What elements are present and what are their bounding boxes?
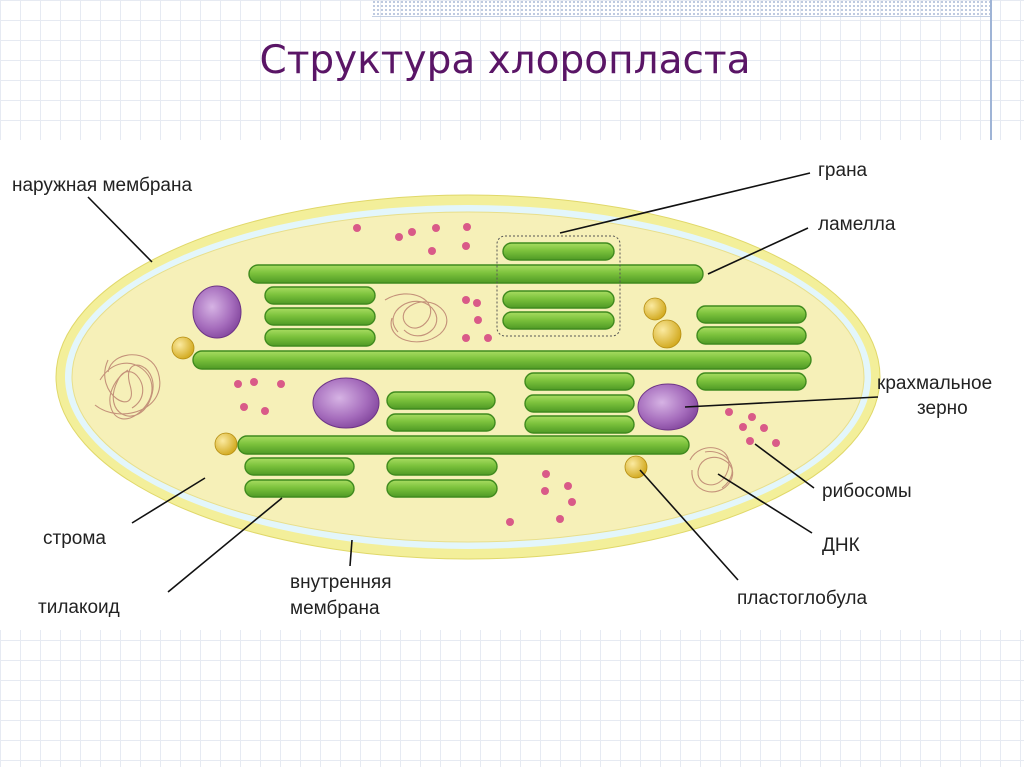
leader-line-thylakoid	[167, 497, 283, 593]
label-granum: грана	[818, 160, 868, 181]
ribosome	[564, 482, 572, 490]
thylakoid-disc	[264, 307, 376, 326]
leader-line-dna	[717, 473, 813, 534]
ribosome	[462, 296, 470, 304]
thylakoid-disc	[264, 328, 376, 347]
leader-lines	[87, 172, 879, 593]
ribosome	[746, 437, 754, 445]
label-plastoglobule: пластоглобула	[737, 588, 868, 609]
thylakoid-disc	[244, 457, 355, 476]
ribosome	[484, 334, 492, 342]
thylakoid-disc	[502, 290, 615, 309]
ribosome	[240, 403, 248, 411]
ribosome	[748, 413, 756, 421]
slide-title: Структура хлоропласта	[259, 38, 751, 83]
ribosome	[395, 233, 403, 241]
thylakoid-disc	[696, 372, 807, 391]
ribosome	[234, 380, 242, 388]
chloroplast-diagram: наружная мембрана грана ламелла крахмаль…	[12, 160, 992, 619]
plastoglobule	[214, 432, 238, 456]
leader-line-starch	[684, 396, 879, 408]
ribosome	[556, 515, 564, 523]
thylakoid-disc	[696, 326, 807, 345]
label-stroma: строма	[43, 528, 106, 549]
thylakoid-disc	[524, 372, 635, 391]
leader-line-outer-membrane	[87, 196, 153, 263]
thylakoid-lamella-middle	[192, 350, 812, 370]
ribosome	[462, 242, 470, 250]
thylakoid-disc	[386, 413, 496, 432]
ribosome	[541, 487, 549, 495]
thylakoid-disc	[244, 479, 355, 498]
ribosome	[760, 424, 768, 432]
decorative-vertical-line	[990, 0, 992, 142]
ribosome	[432, 224, 440, 232]
dna-strand-left	[94, 354, 161, 420]
ribosome	[353, 224, 361, 232]
thylakoid-disc	[386, 479, 498, 498]
label-inner-membrane-line2: мембрана	[290, 598, 380, 619]
starch-grain	[192, 285, 242, 339]
thylakoid-disc	[386, 391, 496, 410]
ribosome	[542, 470, 550, 478]
ribosome	[473, 299, 481, 307]
dna-strand-right	[689, 447, 734, 493]
label-lamella: ламелла	[818, 214, 896, 235]
ribosome	[462, 334, 470, 342]
ribosomes	[234, 223, 780, 526]
leader-line-plastoglobule	[639, 469, 739, 581]
label-dna: ДНК	[822, 535, 860, 556]
granum-outline	[496, 235, 621, 337]
leader-line-lamella	[707, 227, 809, 275]
label-inner-membrane-line1: внутренняя	[290, 572, 392, 593]
ribosome	[506, 518, 514, 526]
ribosome	[725, 408, 733, 416]
ribosome	[463, 223, 471, 231]
leader-line-ribosomes	[754, 443, 815, 489]
plastoglobule	[643, 297, 667, 321]
thylakoid-lamella-top	[248, 264, 704, 284]
thylakoid-membranes	[192, 242, 812, 498]
dna-strand-center	[384, 293, 448, 343]
thylakoid-disc	[386, 457, 498, 476]
leader-line-stroma	[131, 477, 206, 524]
label-starch-line1: крахмальное	[877, 373, 992, 394]
ribosome	[277, 380, 285, 388]
starch-grains	[192, 285, 699, 431]
decorative-header-band	[372, 0, 992, 17]
ribosome	[250, 378, 258, 386]
starch-grain	[312, 377, 380, 429]
thylakoid-disc	[502, 311, 615, 330]
ribosome	[428, 247, 436, 255]
plastoglobule	[652, 319, 682, 349]
label-ribosomes: рибосомы	[822, 481, 912, 502]
ribosome	[408, 228, 416, 236]
plastoglobules	[171, 297, 682, 479]
thylakoid-lamella-lower	[237, 435, 690, 455]
thylakoid-disc	[524, 394, 635, 413]
leader-line-granum	[559, 172, 811, 234]
thylakoid-disc	[696, 305, 807, 324]
ribosome	[261, 407, 269, 415]
chloroplast-figure: наружная мембрана грана ламелла крахмаль…	[0, 140, 1024, 630]
label-thylakoid: тилакоид	[38, 597, 120, 618]
leader-line-inner-membrane	[349, 539, 353, 567]
thylakoid-disc	[264, 286, 376, 305]
label-starch-line2: зерно	[917, 398, 968, 419]
ribosome	[772, 439, 780, 447]
plastoglobule	[171, 336, 195, 360]
ribosome	[739, 423, 747, 431]
ribosome	[568, 498, 576, 506]
ribosome	[474, 316, 482, 324]
label-outer-membrane: наружная мембрана	[12, 175, 192, 196]
thylakoid-disc	[502, 242, 615, 261]
thylakoid-disc	[524, 415, 635, 434]
